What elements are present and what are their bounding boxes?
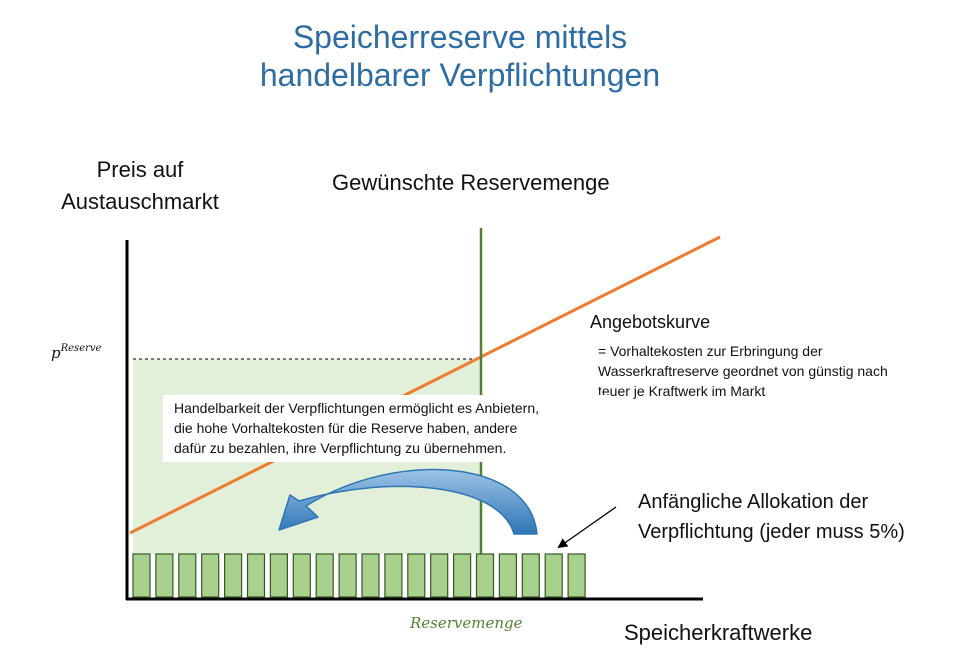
plant-box — [224, 553, 243, 598]
plant-box — [361, 553, 380, 598]
plant-box — [246, 553, 266, 598]
allocation-pointer-arrow — [557, 506, 617, 549]
supply-desc-line-1: = Vorhaltekosten zur Erbringung der — [598, 343, 823, 359]
reserve-amount-label: Reservemenge — [410, 614, 523, 632]
title-line-1: Speicherreserve mittels — [292, 19, 628, 55]
plant-box — [338, 553, 357, 598]
tradability-line-3: dafür zu bezahlen, ihre Verpflichtung zu… — [174, 440, 507, 456]
plant-box — [498, 553, 517, 598]
price-superscript: Reserve — [60, 343, 102, 354]
transfer-arrow — [278, 468, 538, 535]
page-title: Speicherreserve mittels handelbarer Verp… — [0, 18, 920, 94]
plant-box — [430, 553, 449, 598]
tradability-note: Handelbarkeit der Verpflichtungen ermögl… — [163, 395, 610, 462]
plant-box — [453, 553, 472, 598]
plant-box — [384, 553, 403, 598]
y-axis-label-line-2: Austauschmarkt — [61, 189, 219, 214]
plant-box — [544, 553, 563, 598]
supply-curve-description: = Vorhaltekosten zur Erbringung der Wass… — [598, 341, 948, 401]
tradability-line-1: Handelbarkeit der Verpflichtungen ermögl… — [174, 400, 539, 416]
supply-desc-line-2: Wasserkraftreserve geordnet von günstig … — [598, 363, 888, 379]
price-reserve-label: pReserve — [51, 343, 101, 362]
tradability-line-2: die hohe Vorhaltekosten für die Reserve … — [174, 420, 518, 436]
plant-box — [521, 553, 540, 598]
y-axis-label: Preis auf Austauschmarkt — [40, 154, 240, 218]
plant-box — [292, 553, 311, 598]
storage-plants — [132, 553, 586, 598]
desired-reserve-label: Gewünschte Reservemenge — [332, 170, 610, 195]
plant-box — [269, 553, 288, 598]
plant-box — [475, 553, 495, 598]
plant-box — [132, 553, 151, 598]
supply-curve-title: Angebotskurve — [590, 312, 711, 332]
supply-curve — [129, 235, 721, 535]
allocation-line-2: Verpflichtung (jeder muss 5%) — [638, 521, 905, 543]
plant-box — [315, 553, 334, 598]
plant-box — [407, 553, 426, 598]
x-axis-label: Speicherkraftwerke — [624, 620, 813, 645]
allocation-line-1: Anfängliche Allokation der — [638, 491, 869, 513]
plant-box — [567, 553, 586, 598]
title-line-2: handelbarer Verpflichtungen — [259, 57, 661, 93]
price-symbol: p — [51, 344, 61, 362]
plant-box — [178, 553, 197, 598]
plant-box — [155, 553, 174, 598]
initial-allocation-label: Anfängliche Allokation der Verpflichtung… — [638, 487, 905, 547]
y-axis-label-line-1: Preis auf — [96, 157, 184, 182]
plant-box — [201, 553, 220, 598]
supply-desc-line-3: teuer je Kraftwerk im Markt — [598, 383, 766, 399]
